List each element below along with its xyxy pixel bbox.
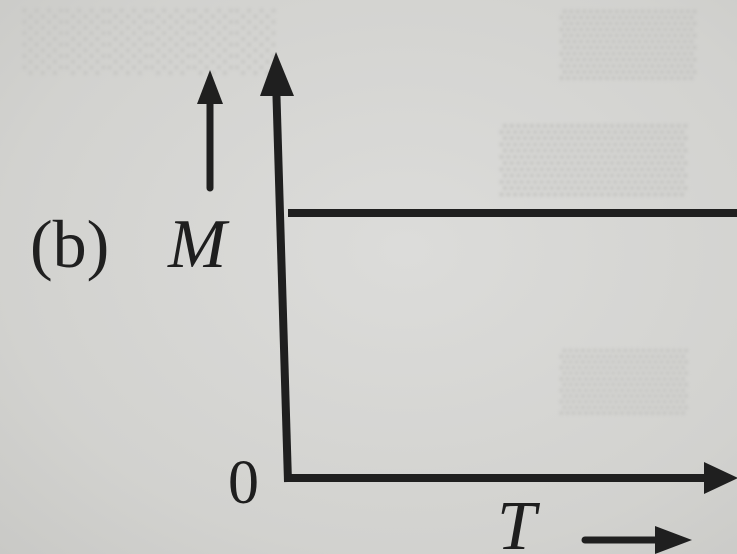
ghost-text-decoration: ▒▒▒▒	[500, 121, 688, 194]
ghost-text-decoration: ▒▒▒	[560, 346, 688, 412]
y-axis-line	[272, 79, 292, 483]
ghost-text-decoration: ░░░░░░	[20, 6, 276, 72]
x-direction-arrow	[581, 526, 692, 554]
x-axis	[284, 462, 737, 494]
x-axis-arrowhead	[704, 462, 737, 494]
x-axis-label: T	[497, 488, 536, 554]
y-direction-arrow	[197, 70, 223, 192]
ghost-text-decoration: ▒▒▒	[560, 6, 697, 77]
y-axis-arrowhead	[260, 52, 294, 96]
part-label: (b)	[30, 206, 110, 282]
y-axis	[260, 52, 294, 483]
y-axis-label: M	[168, 206, 227, 283]
origin-label: 0	[228, 449, 259, 517]
